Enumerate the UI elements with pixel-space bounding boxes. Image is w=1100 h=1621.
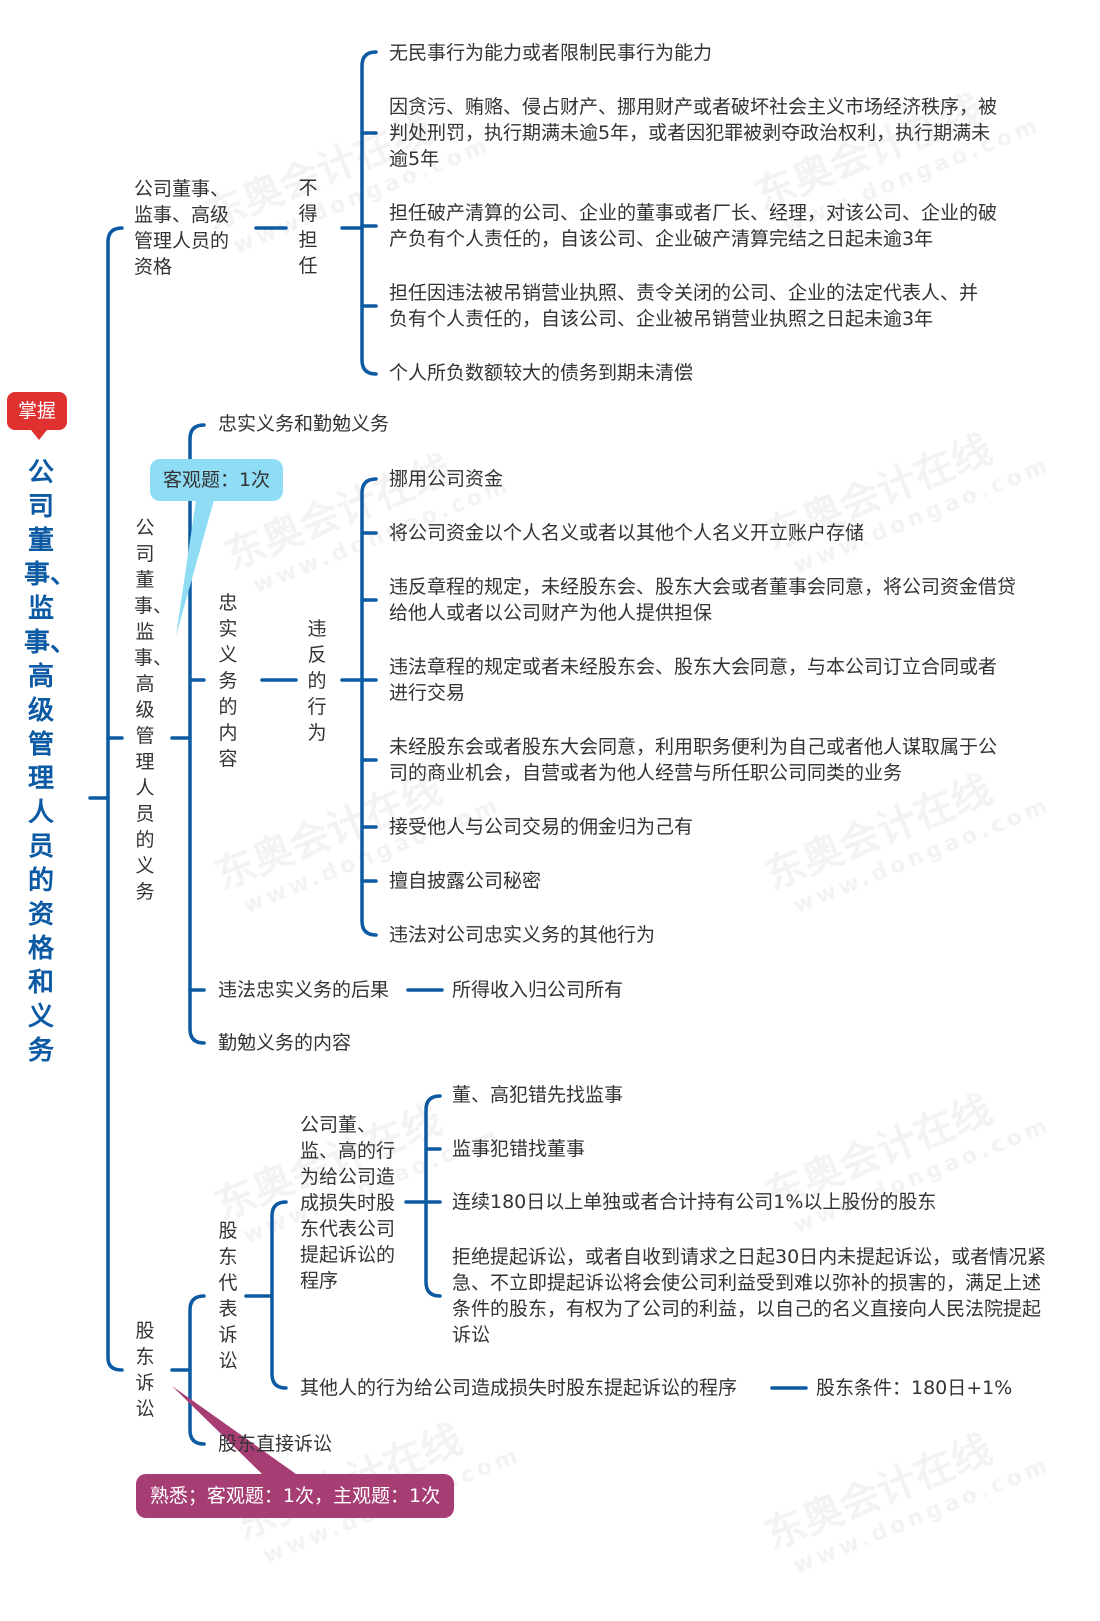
shareholder-condition: 股东条件：180日+1% (816, 1377, 1013, 1399)
violation-item: 违法对公司忠实义务的其他行为 (389, 924, 656, 946)
diligence-content-node: 勤勉义务的内容 (218, 1032, 352, 1054)
cannot-serve-node: 不得担任 (298, 177, 318, 277)
violation-node: 违反的行为 (307, 618, 327, 744)
others-procedure-node: 其他人的行为给公司造成损失时股东提起诉讼的程序 (300, 1377, 738, 1399)
procedure-item: 拒绝提起诉讼，或者自收到请求之日起30日内未提起诉讼，或者情况紧急、不立即提起诉… (452, 1246, 1047, 1346)
qualification-item: 担任因违法被吊销营业执照、责令关闭的公司、企业的法定代表人、并负有个人责任的，自… (389, 282, 979, 330)
root-title: 公司董事、监事、高级管理人员的资格和义务 (24, 458, 77, 1066)
insider-procedure-node: 公司董、监、高的行为给公司造成损失时股东代表公司提起诉讼的程序 (300, 1114, 396, 1292)
violation-item: 违法章程的规定或者未经股东会、股东大会同意，与本公司订立合同或者进行交易 (389, 656, 998, 704)
duties-node: 公司董事、监事、高级管理人员的义务 (134, 517, 173, 903)
consequence-value: 所得收入归公司所有 (452, 979, 624, 1001)
violation-item: 违反章程的规定，未经股东会、股东大会或者董事会同意，将公司资金借贷给他人或者以公… (389, 576, 1017, 624)
violation-item: 挪用公司资金 (389, 468, 504, 490)
loyalty-content-node: 忠实义务的内容 (218, 592, 238, 770)
qualification-node: 公司董事、监事、高级管理人员的资格 (134, 178, 230, 278)
violation-item: 将公司资金以个人名义或者以其他个人名义开立账户存储 (389, 522, 865, 544)
frequency-callout: 客观题：1次 (150, 459, 283, 501)
procedure-item: 连续180日以上单独或者合计持有公司1%以上股份的股东 (452, 1191, 937, 1213)
procedure-item: 监事犯错找董事 (452, 1138, 586, 1160)
derivative-suit-node: 股东代表诉讼 (218, 1220, 238, 1372)
qualification-item: 个人所负数额较大的债务到期未清偿 (389, 362, 694, 384)
violation-item: 接受他人与公司交易的佣金归为己有 (389, 816, 694, 838)
violation-item: 未经股东会或者股东大会同意，利用职务便利为自己或者他人谋取属于公司的商业机会，自… (389, 736, 998, 784)
mastery-badge: 掌握 (7, 392, 67, 440)
qualification-item: 无民事行为能力或者限制民事行为能力 (389, 42, 713, 64)
direct-suit-node: 股东直接诉讼 (218, 1433, 333, 1455)
frequency-callout: 熟悉；客观题：1次，主观题：1次 (136, 1474, 454, 1518)
violation-item: 擅自披露公司秘密 (389, 870, 542, 892)
procedure-item: 董、高犯错先找监事 (452, 1084, 624, 1106)
consequence-node: 违法忠实义务的后果 (218, 979, 390, 1001)
qualification-item: 因贪污、贿赂、侵占财产、挪用财产或者破坏社会主义市场经济秩序，被判处刑罚，执行期… (389, 96, 998, 170)
qualification-item: 担任破产清算的公司、企业的董事或者厂长、经理，对该公司、企业的破产负有个人责任的… (389, 202, 998, 250)
loyalty-diligence-node: 忠实义务和勤勉义务 (218, 413, 390, 435)
lawsuit-node: 股东诉讼 (135, 1320, 155, 1420)
